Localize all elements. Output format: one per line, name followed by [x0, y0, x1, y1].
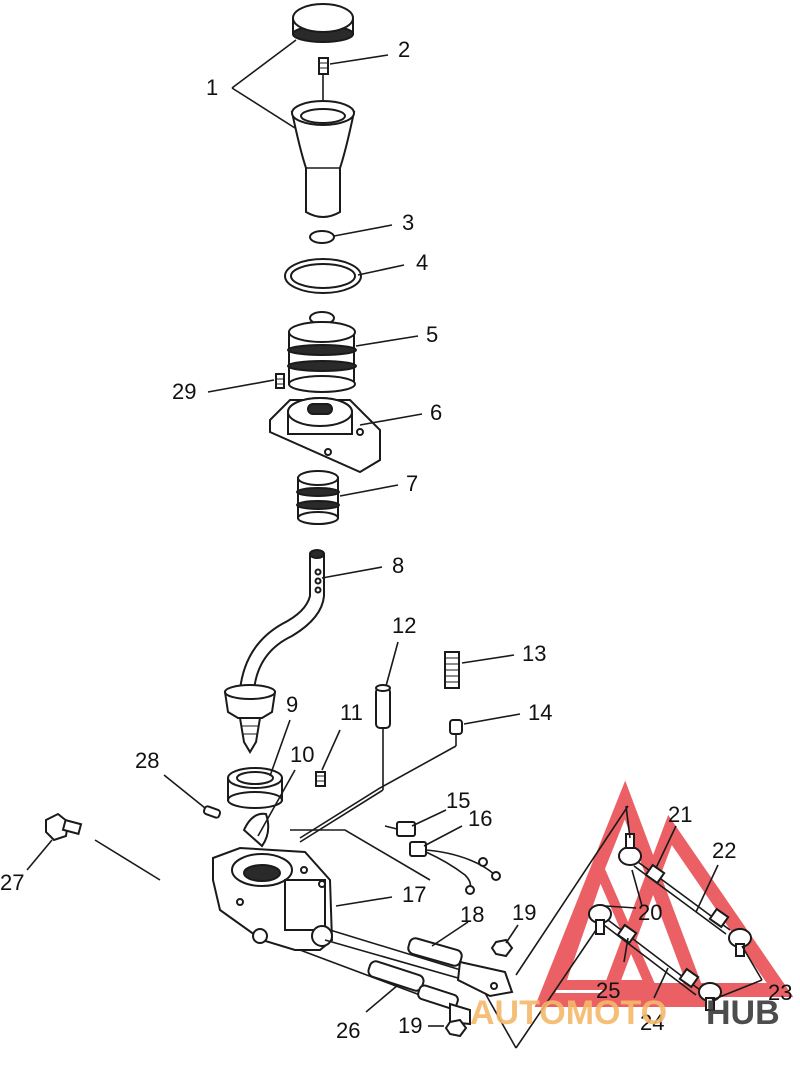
tie-rod-assembly [588, 833, 752, 1011]
screw-part-29 [275, 373, 285, 389]
bolt-part-27 [45, 812, 161, 881]
callout-1: 1 [206, 75, 218, 100]
harness-part-16 [409, 841, 501, 895]
leader-lines [26, 39, 763, 1049]
spring-part-13 [444, 651, 460, 689]
callout-14: 14 [528, 700, 552, 725]
callout-11: 11 [340, 700, 363, 725]
callout-17: 17 [402, 882, 426, 907]
bellows-part-7 [296, 470, 340, 525]
assembly-line [299, 789, 384, 843]
callout-20: 20 [638, 900, 662, 925]
callout-18: 18 [460, 902, 484, 927]
callout-25: 25 [596, 978, 620, 1003]
callout-29: 29 [172, 379, 196, 404]
watermark-word-hub: HUB [706, 994, 780, 1032]
callout-13: 13 [522, 641, 546, 666]
knob-assembly [290, 3, 356, 218]
callout-7: 7 [406, 471, 418, 496]
callout-27: 27 [0, 870, 24, 895]
collar-part-9 [227, 767, 283, 809]
callout-24: 24 [640, 1010, 664, 1035]
callout-5: 5 [426, 322, 438, 347]
callout-12: 12 [392, 613, 416, 638]
pin-part-12 [375, 684, 391, 790]
callout-6: 6 [430, 400, 442, 425]
callout-19-upper: 19 [512, 900, 536, 925]
callout-19-lower: 19 [398, 1013, 422, 1038]
callout-8: 8 [392, 553, 404, 578]
pin-part-28 [202, 805, 270, 848]
callout-23: 23 [768, 980, 792, 1005]
callout-22: 22 [712, 838, 736, 863]
callout-26: 26 [336, 1018, 360, 1043]
callout-9: 9 [286, 692, 298, 717]
plunger-part-14 [449, 719, 463, 746]
housing-part-17 [212, 846, 334, 951]
callout-3: 3 [402, 210, 414, 235]
assembly-line [299, 745, 457, 839]
ring-part-4 [284, 258, 362, 294]
boot-part-5 [287, 311, 357, 393]
switch-part-15 [384, 821, 416, 837]
callout-4: 4 [416, 250, 428, 275]
watermark-text: AUTOMOTO HUB [470, 994, 780, 1032]
callout-16: 16 [468, 806, 492, 831]
callout-21: 21 [668, 802, 692, 827]
callout-28: 28 [135, 748, 159, 773]
rod-part-18 [324, 929, 514, 998]
assembly-line [290, 829, 431, 881]
callout-10: 10 [290, 742, 314, 767]
callout-15: 15 [446, 788, 470, 813]
nut-part-19-upper [490, 938, 514, 958]
callout-2: 2 [398, 37, 410, 62]
shift-lever-part-8 [223, 549, 325, 754]
screw-part-2 [318, 57, 329, 102]
plate-part-6 [269, 397, 381, 474]
rod-part-26 [299, 949, 471, 1026]
spring-part-11 [315, 771, 326, 787]
watermark-word-automoto: AUTOMOTO [470, 994, 667, 1032]
callout-numbers: 1 2 3 4 5 29 6 7 8 12 13 14 9 11 10 28 1… [0, 37, 792, 1043]
washer-part-3 [309, 230, 335, 244]
nut-part-19-lower [444, 1018, 468, 1038]
